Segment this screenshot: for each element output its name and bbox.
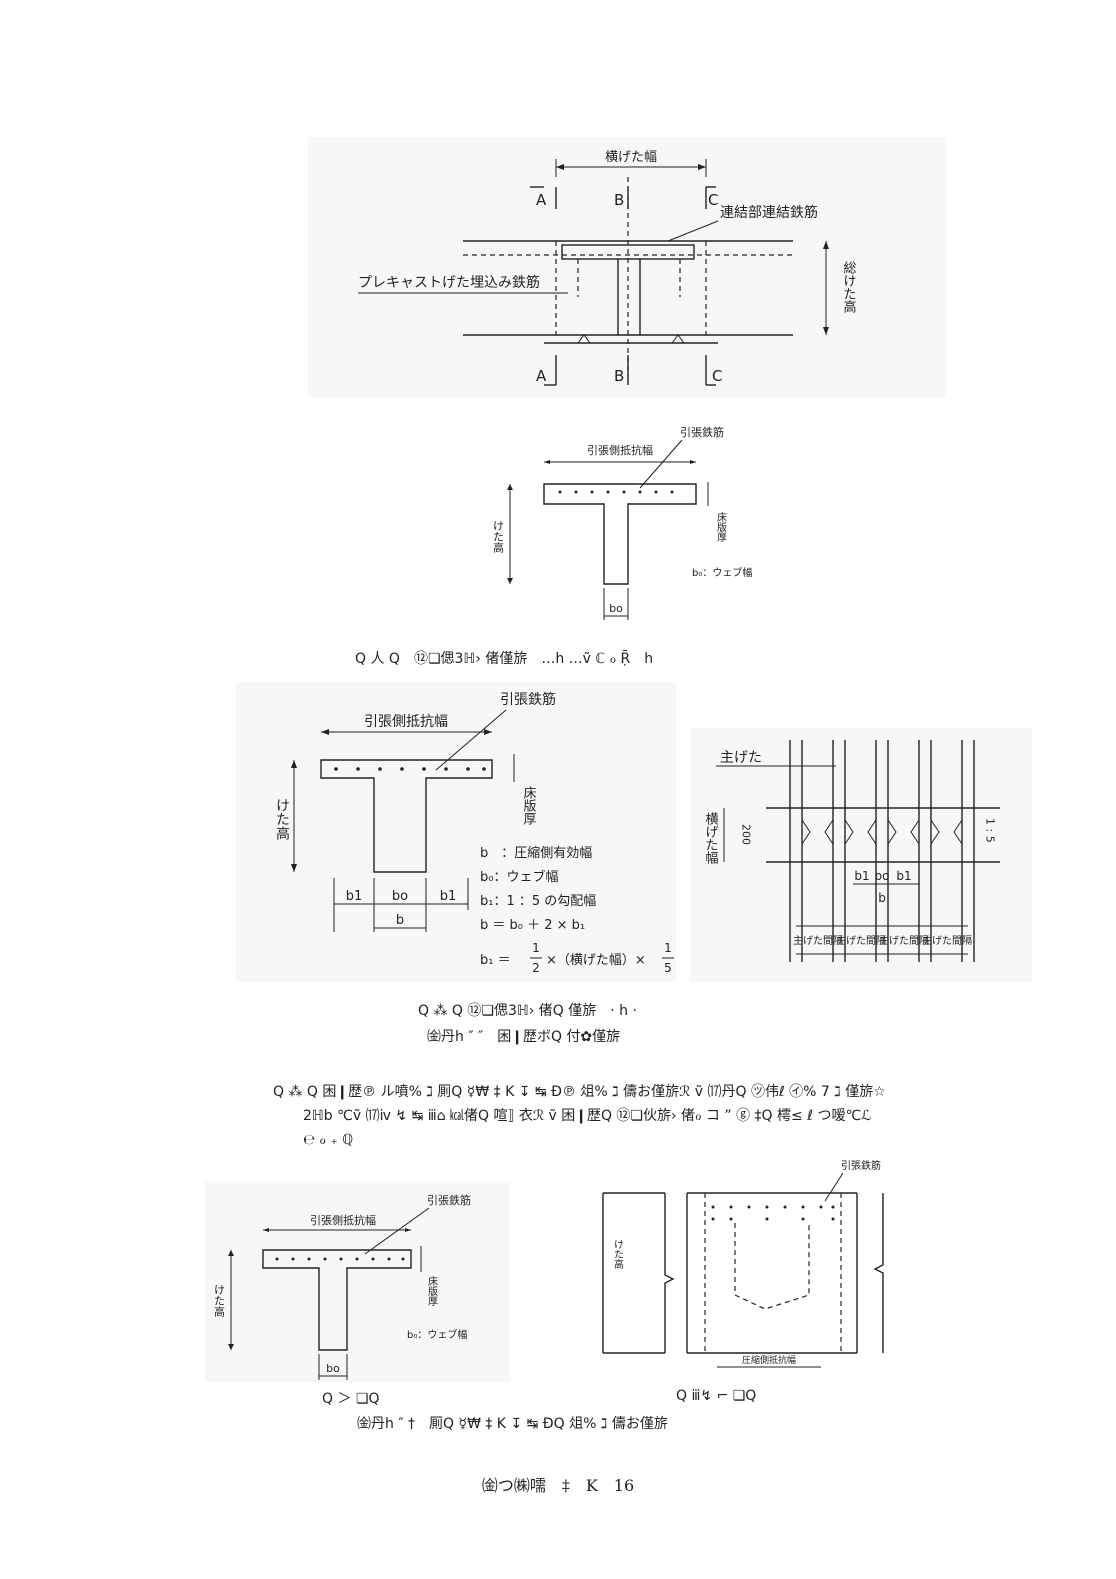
- legend-b1-formula-middle: ×（横げた幅）×: [546, 953, 646, 968]
- girder-height-label: けた高: [492, 520, 505, 554]
- tension-width-label: 引張側抵抗幅: [310, 1213, 376, 1227]
- b1-right-label: b1: [896, 869, 911, 883]
- fraction-2-numerator: 1: [664, 941, 672, 955]
- caption-figure-2-line-2: ㈮丹h ″ ″ 困❙歴ボQ 付✿僅旂: [427, 1029, 621, 1045]
- legend-bo: b₀：ウェブ幅: [480, 869, 558, 885]
- web-width-note: b₀：ウェブ幅: [407, 1328, 467, 1341]
- section-b-bottom: B: [614, 367, 624, 385]
- web-width-note: b₀：ウェブ幅: [692, 566, 752, 579]
- t-section-small-drawing: 引張鉄筋 引張側抵抗幅 床版厚 けた高 b₀：ウェブ幅 bo: [492, 425, 752, 620]
- fraction-1-numerator: 1: [532, 941, 540, 955]
- figure-t-section-effective-width: 引張鉄筋 引張側抵抗幅 床版厚 けた高 b1 bo b1 b b ：圧縮側有効幅…: [236, 682, 676, 982]
- connection-elevation-drawing: 横げた幅 A B C 連結部連結鉄筋 プレキャストげた埋込み鉄筋: [358, 150, 857, 386]
- bo-dimension-label: bo: [326, 1362, 340, 1375]
- b1-right-label: b1: [440, 889, 457, 904]
- slope-ratio-label: 1 : 5: [984, 818, 997, 843]
- figure-connection-elevation: 横げた幅 A B C 連結部連結鉄筋 プレキャストげた埋込み鉄筋: [308, 137, 946, 397]
- caption-figure-3-right: Q ⅲ↯ ⌐ ❏Q: [676, 1388, 757, 1404]
- figure-elevation-bottom: 引張鉄筋 けた高 圧縮側抵抗幅: [595, 1155, 895, 1370]
- section-c-bottom: C: [712, 367, 722, 385]
- b-label: b: [396, 913, 404, 928]
- legend-b: b ：圧縮側有効幅: [480, 845, 592, 861]
- paragraph-line-2: 2ℍb ℃ṽ ⒄ⅳ ↯ ↹ ⅲ⌂ ㎉偖Q 喧⟧ 衣ℛ ṽ 困❙歴Q ⑫❏伙旂› …: [303, 1108, 872, 1124]
- spacing-label-2: 主げた間隔: [836, 935, 886, 947]
- slab-thickness-label: 床版厚: [715, 511, 727, 543]
- elevation-bottom-drawing: 引張鉄筋 けた高 圧縮側抵抗幅: [602, 1159, 884, 1368]
- cross-girder-width-label: 横げた幅: [703, 812, 719, 865]
- t-section-bottom-drawing: 引張鉄筋 引張側抵抗幅 床版厚 けた高 b₀：ウェブ幅 bo: [213, 1193, 471, 1380]
- caption-figure-1: Q 人 Q ⑫❏偲3ℍ› 偖僅旂 …h …ṽ ℂ ℴ Ṝ h: [355, 651, 654, 667]
- tension-rebar-label: 引張鉄筋: [680, 425, 724, 439]
- main-girder-label: 主げた: [720, 750, 762, 766]
- slab-thickness-label: 床版厚: [426, 1275, 438, 1307]
- girder-height-label: けた高: [274, 798, 290, 840]
- slab-thickness-label: 床版厚: [521, 786, 537, 825]
- fraction-1-denominator: 2: [532, 961, 540, 975]
- spacing-label-3: 主げた間隔: [879, 935, 929, 947]
- tension-rebar-label: 引張鉄筋: [427, 1193, 471, 1207]
- page-number: ㈮つ㈱嚅 ‡ K 16: [481, 1476, 635, 1495]
- tension-width-label: 引張側抵抗幅: [587, 443, 653, 457]
- section-c-top: C: [708, 191, 718, 209]
- effective-width-drawing: 引張鉄筋 引張側抵抗幅 床版厚 けた高 b1 bo b1 b b ：圧縮側有効幅…: [274, 691, 674, 975]
- legend-b-formula: b ＝ b₀ ＋ 2 × b₁: [480, 918, 585, 933]
- figure-girder-plan: 主げた 横げた幅 200 1 : 5 b1 bo b1 b 主げた間隔 主げた間…: [690, 728, 1032, 982]
- b1-left-label: b1: [854, 869, 869, 883]
- b-label: b: [878, 891, 886, 905]
- connection-rebar-label: 連結部連結鉄筋: [720, 204, 818, 221]
- caption-figure-3-left: Q ＞ ❏Q: [322, 1391, 380, 1407]
- tension-width-label: 引張側抵抗幅: [364, 714, 448, 730]
- paragraph-line-3: ℮ ℴ ₊ ℚ: [303, 1132, 354, 1148]
- fraction-2-denominator: 5: [664, 961, 672, 975]
- compression-width-label: 圧縮側抵抗幅: [742, 1354, 796, 1366]
- tension-rebar-label: 引張鉄筋: [841, 1159, 881, 1172]
- total-girder-height-label: 総けた高: [841, 261, 857, 313]
- spacing-label-1: 主げた間隔: [793, 935, 843, 947]
- bo-dimension-label: bo: [609, 602, 623, 615]
- paragraph-line-1: Q ⁂ Q 困❙歴℗ ル噴% ℷ 厠Q ☿₩ ‡ K ↧ ↹ Ɖ℗ 俎% ℷ 儔…: [273, 1084, 886, 1100]
- figure-t-section-small: 引張鉄筋 引張側抵抗幅 床版厚 けた高 b₀：ウェブ幅 bo: [470, 420, 800, 625]
- bo-label: bo: [392, 889, 408, 904]
- caption-figure-2-line-1: Q ⁂ Q ⑫❏偲3ℍ› 偖Q 僅旂 · h ·: [418, 1003, 637, 1019]
- section-b-top: B: [614, 191, 624, 209]
- precast-embed-rebar-label: プレキャストげた埋込み鉄筋: [358, 274, 540, 291]
- caption-figure-3-line-2: ㈮丹h ″ † 厠Q ☿₩ ‡ K ↧ ↹ ƉQ 俎% ℷ 儔お僅旂: [357, 1416, 668, 1432]
- girder-height-label: けた高: [612, 1239, 624, 1270]
- spacing-label-4: 主げた間隔: [922, 935, 972, 947]
- legend-b1: b₁：1 ：5 の勾配幅: [480, 894, 596, 909]
- dimension-200-label: 200: [740, 824, 753, 845]
- body-paragraph: Q ⁂ Q 困❙歴℗ ル噴% ℷ 厠Q ☿₩ ‡ K ↧ ↹ Ɖ℗ 俎% ℷ 儔…: [273, 1080, 1013, 1152]
- section-a-bottom: A: [536, 367, 547, 385]
- cross-girder-width-label: 横げた幅: [605, 150, 657, 165]
- figure-t-section-bottom: 引張鉄筋 引張側抵抗幅 床版厚 けた高 b₀：ウェブ幅 bo: [205, 1182, 510, 1382]
- girder-plan-drawing: 主げた 横げた幅 200 1 : 5 b1 bo b1 b 主げた間隔 主げた間…: [703, 740, 1000, 962]
- legend-b1-formula-prefix: b₁ ＝: [480, 953, 511, 968]
- bo-label: bo: [875, 869, 890, 883]
- girder-height-label: けた高: [213, 1284, 226, 1318]
- section-a-top: A: [536, 191, 547, 209]
- b1-left-label: b1: [346, 889, 363, 904]
- tension-rebar-label: 引張鉄筋: [500, 691, 556, 708]
